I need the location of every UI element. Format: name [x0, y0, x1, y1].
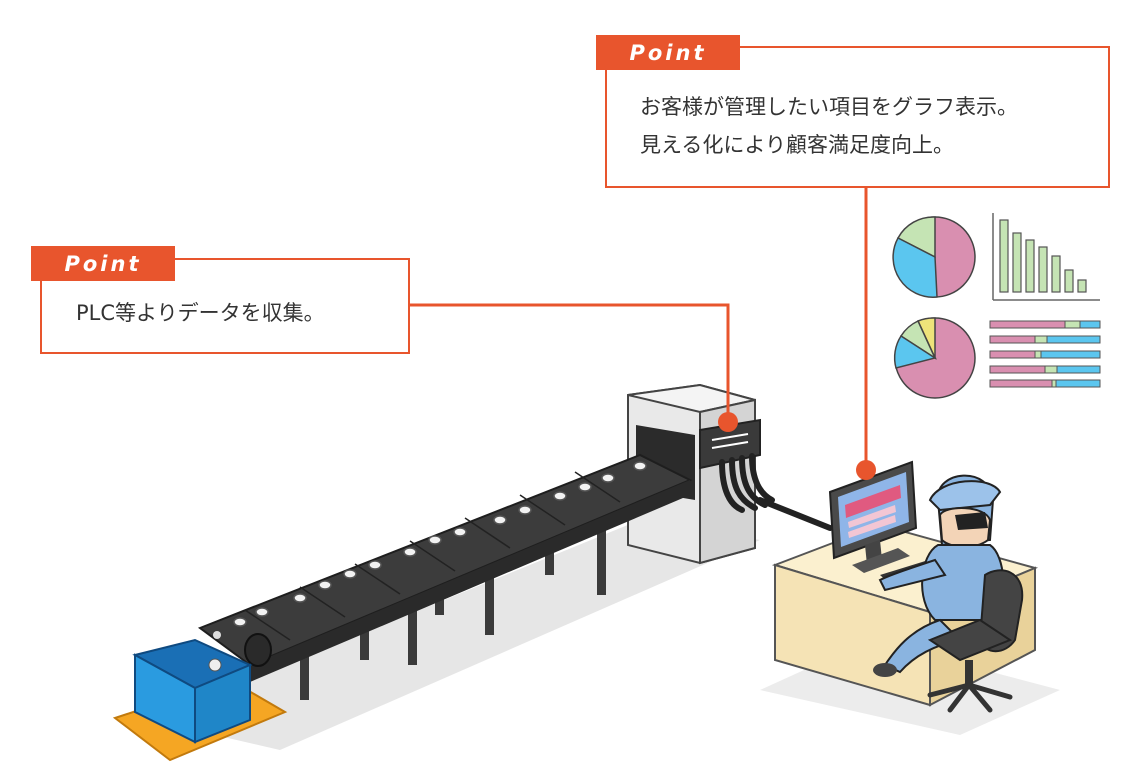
plc-point-marker: [718, 412, 738, 432]
monitor-point-marker: [856, 460, 876, 480]
pie-chart-2: [893, 317, 976, 399]
callout-top-tag: Point: [596, 35, 740, 70]
callout-top-line-1: お客様が管理したい項目をグラフ表示。: [640, 95, 1018, 119]
data-cables: [719, 453, 833, 531]
conveyor-items: [233, 461, 647, 627]
bar-chart-mini: [992, 213, 1100, 301]
pie-chart-1: [892, 216, 976, 298]
conveyor-legs: [300, 530, 606, 700]
callout-top-line-2: 見える化により顧客満足度向上。: [640, 133, 954, 157]
stacked-bars-mini: [989, 320, 1101, 388]
collection-crate: [112, 638, 288, 762]
callout-left-line-1: PLC等よりデータを収集。: [76, 301, 325, 325]
callout-left-tag: Point: [31, 246, 175, 281]
office-chair: [927, 569, 1024, 713]
conveyor-belt: [197, 453, 693, 682]
worker: [873, 474, 1005, 677]
leader-lines: [410, 188, 868, 470]
